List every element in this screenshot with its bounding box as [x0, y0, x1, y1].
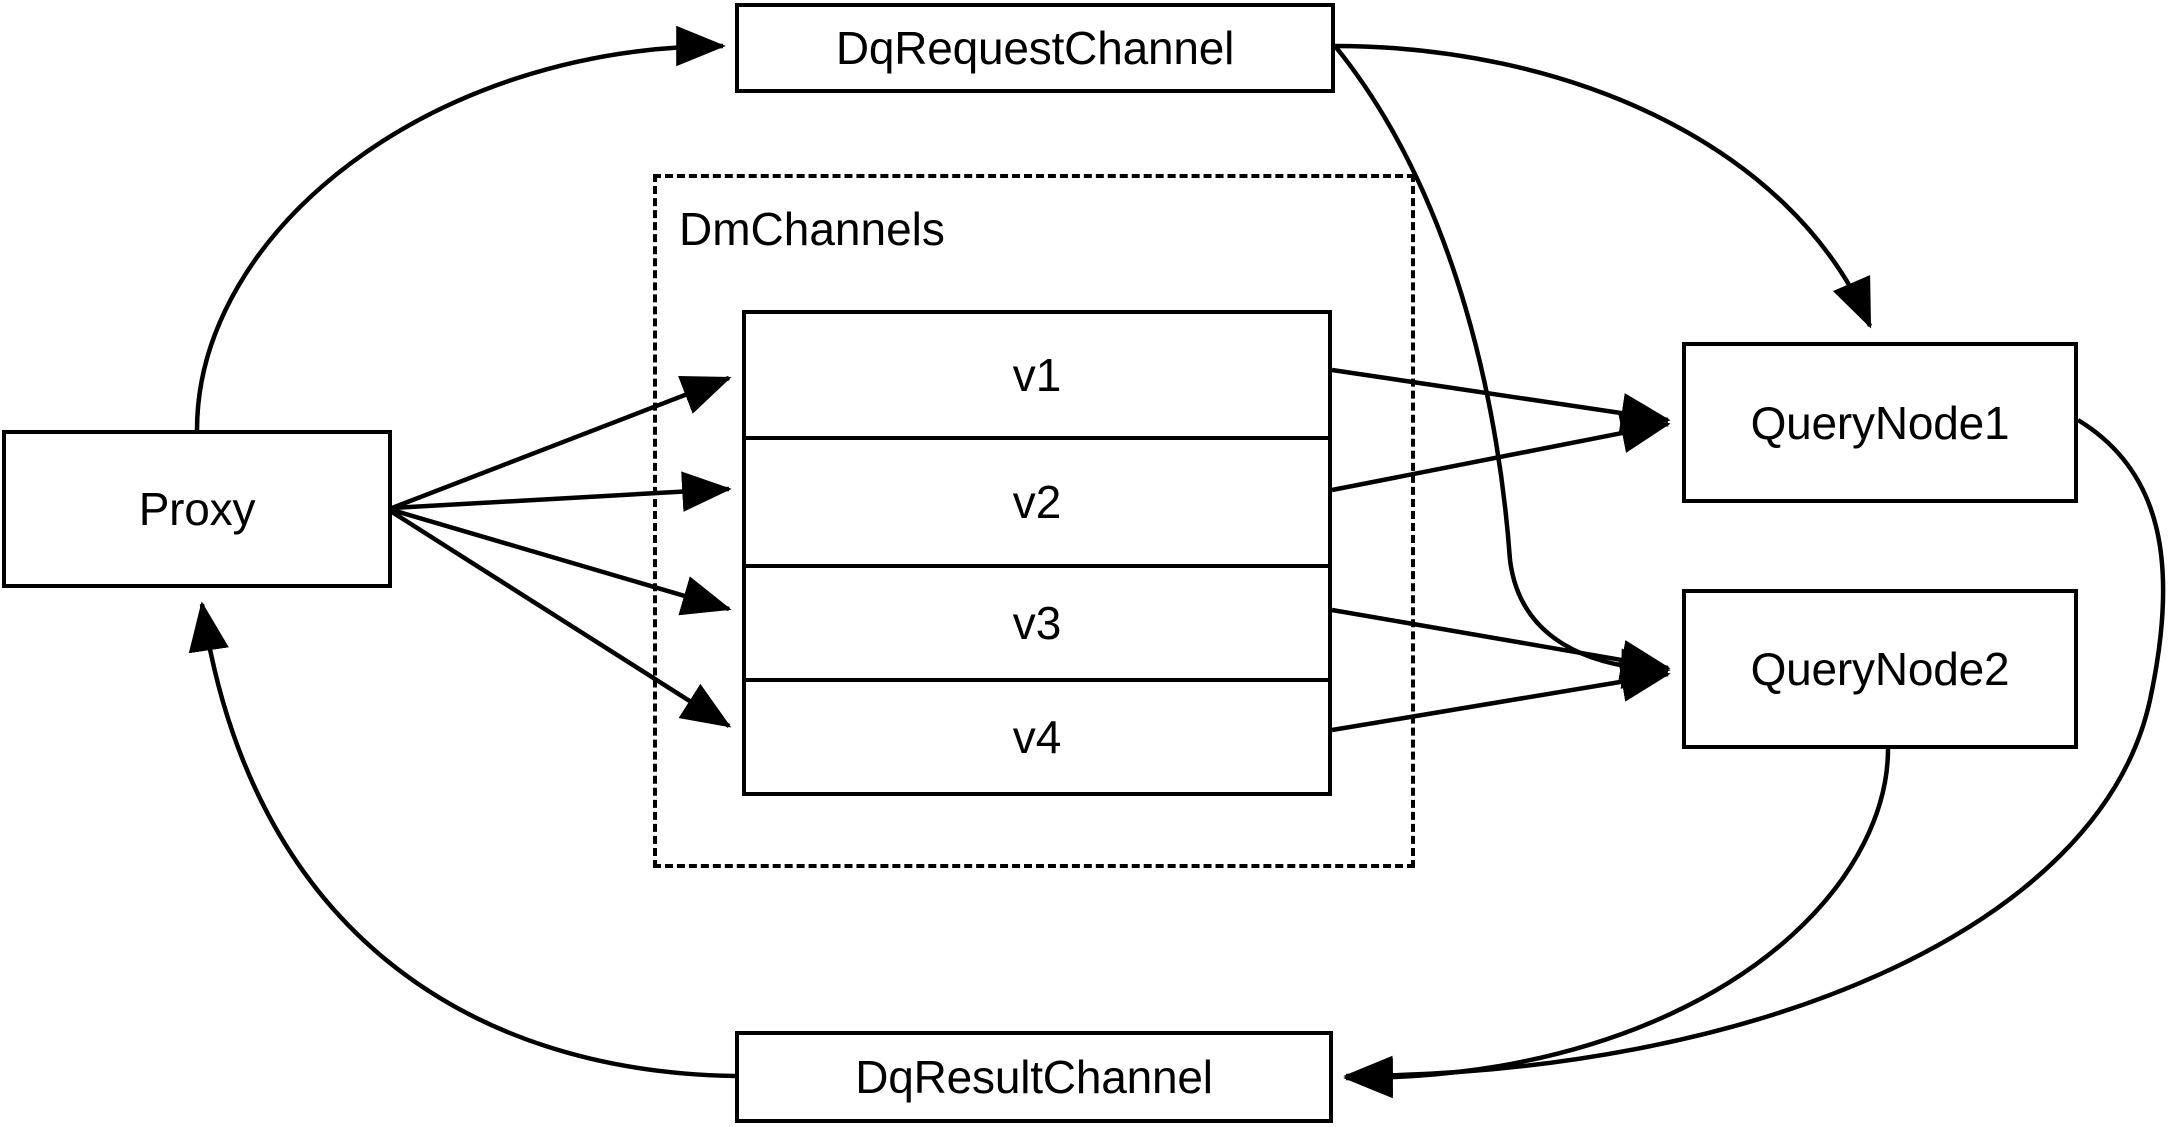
node-proxy[interactable]: Proxy — [2, 430, 392, 588]
vchannel-row-v1[interactable]: v1 — [746, 314, 1328, 440]
node-query-node-1[interactable]: QueryNode1 — [1682, 342, 2078, 503]
edge-dqresultchannel-to-proxy — [188, 601, 736, 1079]
edge-proxy-to-v1 — [391, 375, 732, 511]
node-query-node-2[interactable]: QueryNode2 — [1682, 589, 2078, 749]
edge-querynode2-to-dqresultchannel — [1343, 748, 1891, 1099]
edge-v4-to-querynode2 — [1331, 661, 1671, 733]
edge-v2-to-querynode1 — [1331, 413, 1671, 493]
dmchannels-group-label: DmChannels — [679, 203, 945, 255]
vchannel-label-v2: v2 — [1012, 476, 1062, 528]
edge-proxy-to-v2 — [391, 471, 732, 512]
vchannel-row-v2[interactable]: v2 — [746, 440, 1328, 568]
node-dq-request-channel-label: DqRequestChannel — [835, 22, 1235, 74]
edge-proxy-to-v3 — [391, 507, 732, 616]
vchannel-row-v4[interactable]: v4 — [746, 682, 1328, 792]
dmchannels-group: DmChannels — [653, 174, 1415, 868]
edge-proxy-to-dqrequestchannel — [194, 25, 726, 431]
node-query-node-2-label: QueryNode2 — [1750, 643, 2010, 695]
edge-v1-to-querynode1 — [1331, 367, 1671, 434]
node-dq-result-channel[interactable]: DqResultChannel — [735, 1031, 1333, 1123]
edge-proxy-to-v4 — [390, 510, 732, 728]
node-dq-request-channel[interactable]: DqRequestChannel — [735, 3, 1335, 93]
node-query-node-1-label: QueryNode1 — [1750, 396, 2010, 449]
node-proxy-label: Proxy — [138, 483, 256, 535]
vchannel-label-v3: v3 — [1012, 597, 1062, 649]
node-dq-result-channel-label: DqResultChannel — [855, 1051, 1213, 1103]
edge-v3-to-querynode2 — [1331, 607, 1671, 680]
edge-querynode1-to-dqresultchannel — [1343, 418, 2166, 1097]
edge-dqrequestchannel-to-querynode1 — [1334, 43, 1873, 329]
vchannel-label-v4: v4 — [1012, 711, 1062, 763]
vchannel-label-v1: v1 — [1012, 349, 1062, 401]
vchannel-row-v3[interactable]: v3 — [746, 568, 1328, 682]
vchannel-stack: v1 v2 v3 v4 — [742, 310, 1332, 796]
